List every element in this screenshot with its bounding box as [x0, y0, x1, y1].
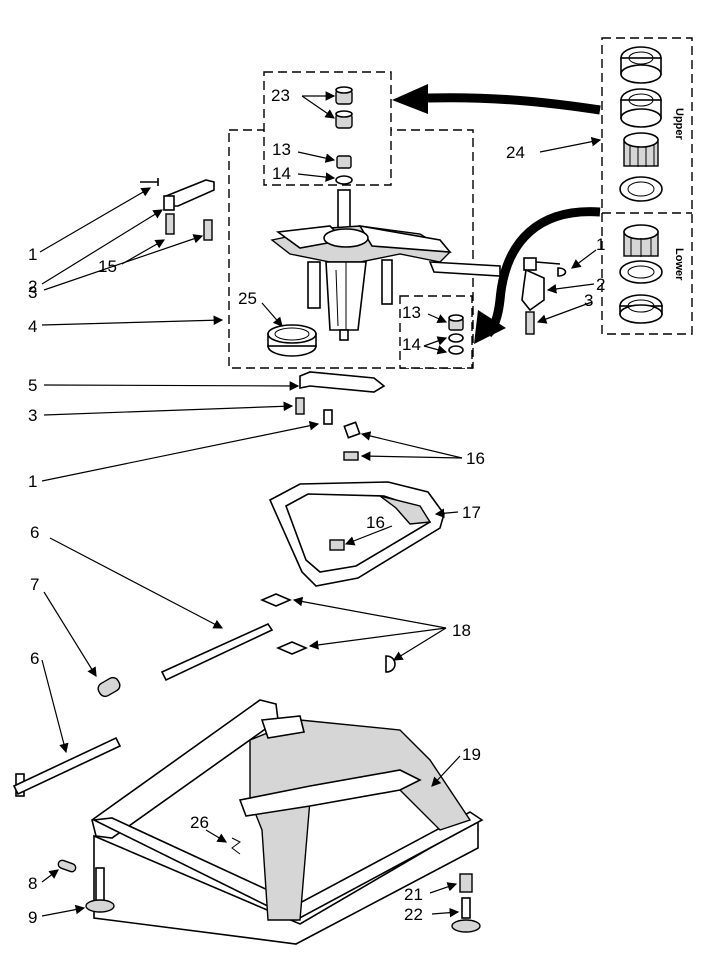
callout-17: 17 — [462, 503, 481, 522]
bushing-kit-dashed-box — [601, 37, 693, 335]
callout-6-lower: 6 — [30, 649, 39, 668]
callout-1: 1 — [28, 245, 37, 264]
bushing-kit-parts — [619, 46, 663, 324]
callout-9: 9 — [28, 908, 37, 927]
callout-8: 8 — [28, 874, 37, 893]
left-clamp-parts — [140, 178, 215, 241]
callout-14-upper: 14 — [272, 164, 291, 183]
callout-15: 15 — [98, 257, 117, 276]
callout-labels: 1 2 15 3 4 25 5 3 1 23 13 14 1 2 3 13 14… — [28, 86, 605, 927]
callout-18: 18 — [452, 621, 471, 640]
tub-support-frame — [268, 421, 445, 587]
callout-24: 24 — [506, 143, 525, 162]
lower-label: Lower — [673, 248, 685, 281]
upper-kit-arrow — [392, 84, 601, 115]
callout-23: 23 — [271, 86, 290, 105]
small-parts — [57, 593, 481, 933]
callout-6: 6 — [30, 523, 39, 542]
callout-21: 21 — [404, 885, 423, 904]
callout-13-lower: 13 — [402, 303, 421, 322]
leader-lines — [39, 91, 602, 918]
right-clamp-parts — [521, 257, 567, 335]
callout-1-lower: 1 — [28, 472, 37, 491]
callout-22: 22 — [404, 905, 423, 924]
callout-2-right: 2 — [596, 275, 605, 294]
callout-16-frame: 16 — [366, 513, 385, 532]
lower-bushing-parts — [448, 314, 464, 355]
callout-19: 19 — [462, 745, 481, 764]
bracket-parts — [295, 371, 386, 425]
callout-25: 25 — [238, 289, 257, 308]
callout-16: 16 — [466, 449, 485, 468]
main-support-assembly — [270, 189, 501, 341]
upper-bushing-parts — [335, 86, 353, 185]
callout-3: 3 — [28, 283, 37, 302]
callout-1-right: 1 — [596, 235, 605, 254]
callout-3-lower: 3 — [28, 406, 37, 425]
callout-14-lower: 14 — [402, 335, 421, 354]
callout-13-upper: 13 — [272, 140, 291, 159]
upper-label: Upper — [673, 108, 685, 141]
callout-26: 26 — [190, 813, 209, 832]
upper-bushing-dashed-box — [263, 71, 392, 186]
base-frame — [12, 622, 484, 945]
lower-bushing-dashed-box — [399, 295, 473, 369]
callout-2: 2 — [28, 277, 37, 296]
seal-ring — [267, 324, 317, 357]
callout-5: 5 — [28, 376, 37, 395]
callout-4: 4 — [28, 317, 37, 336]
lower-kit-arrow — [474, 207, 601, 344]
main-assembly-dashed-box — [228, 129, 474, 369]
callout-3-right: 3 — [584, 291, 593, 310]
callout-7: 7 — [30, 575, 39, 594]
